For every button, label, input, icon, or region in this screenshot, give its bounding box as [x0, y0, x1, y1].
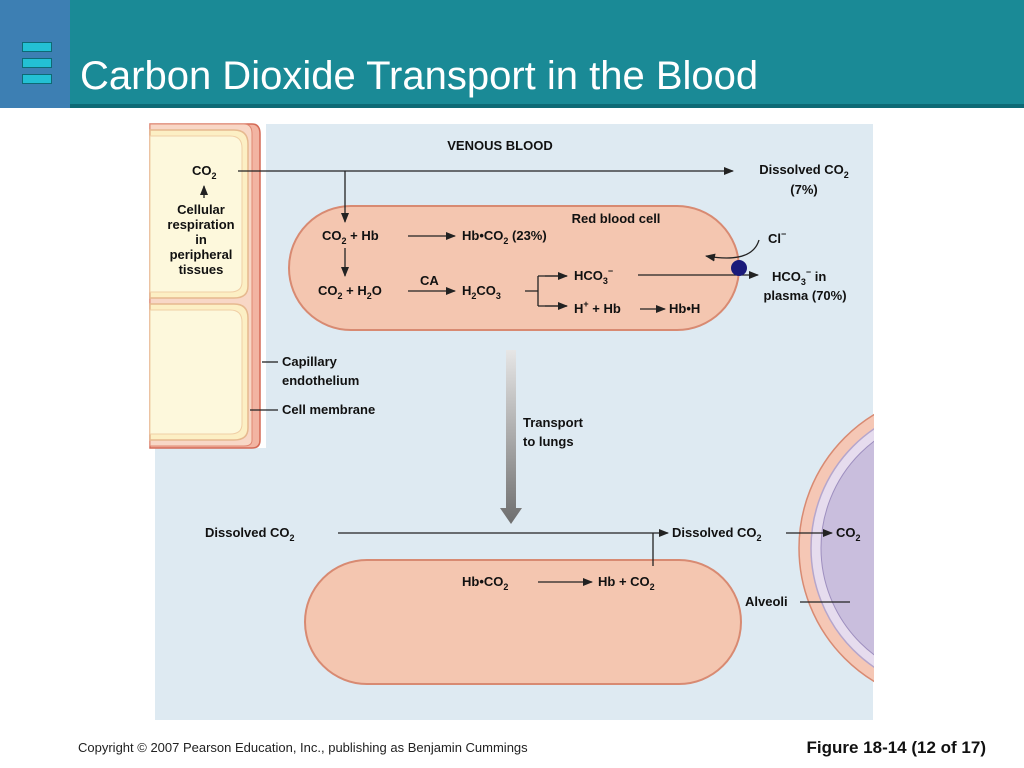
logo-bar: [22, 42, 52, 52]
cell-membrane-label: Cell membrane: [282, 402, 375, 417]
plasma-bicarbonate-label: HCO3− in: [772, 267, 826, 287]
header-strip: [0, 104, 1024, 108]
tissue-cell-inner: [149, 135, 243, 293]
alveolus: [798, 413, 874, 683]
logo-bar: [22, 58, 52, 68]
reaction2-reactants: CO2 + H2O: [318, 283, 382, 301]
header-bar: [0, 0, 1024, 108]
red-blood-cell-bottom: [304, 559, 742, 685]
chloride-entry-arrow: [705, 239, 760, 262]
tissue-text-line: respiration: [167, 217, 234, 232]
logo-bar: [22, 74, 52, 84]
bicarbonate-label: HCO3−: [574, 266, 613, 286]
carbonic-acid-label: H2CO3: [462, 283, 501, 301]
alveoli-label: Alveoli: [745, 594, 788, 609]
hb-plus-co2-label: Hb + CO2: [598, 574, 655, 592]
figure-label: Figure 18-14 (12 of 17): [806, 738, 986, 757]
to-lungs-label: to lungs: [523, 434, 574, 449]
dissolved-co2-percent: (7%): [790, 182, 817, 197]
page-title: Carbon Dioxide Transport in the Blood: [80, 54, 759, 98]
endothelium-label: endothelium: [282, 373, 359, 388]
tissue-text-line: tissues: [179, 262, 224, 277]
red-blood-cell-label: Red blood cell: [572, 211, 661, 226]
transport-to-lungs-arrow: [500, 350, 522, 524]
chloride-shift-exchanger: [731, 260, 747, 276]
dissociation-bracket: [525, 275, 567, 307]
reaction1-product: Hb•CO2 (23%): [462, 228, 547, 246]
alveolar-co2-label: CO2: [836, 525, 861, 543]
hbco2-bottom-label: Hb•CO2: [462, 574, 508, 592]
dissolved-co2-top-label: Dissolved CO2: [759, 162, 849, 180]
tissue-co2-label: CO2: [192, 163, 217, 181]
venous-blood-label: VENOUS BLOOD: [447, 138, 552, 153]
chloride-label: Cl−: [768, 229, 786, 246]
hbh-label: Hb•H: [669, 301, 700, 316]
transport-label: Transport: [523, 415, 584, 430]
logo: [0, 0, 70, 108]
copyright-notice: Copyright © 2007 Pearson Education, Inc.…: [78, 740, 528, 755]
hydrogen-hb-label: H+ + Hb: [574, 299, 621, 316]
capillary-label: Capillary: [282, 354, 338, 369]
reaction1-reactants: CO2 + Hb: [322, 228, 379, 246]
plasma-percent-label: plasma (70%): [763, 288, 846, 303]
tissue-cell-inner: [149, 309, 243, 435]
tissue-text-line: peripheral: [170, 247, 233, 262]
dissolved-co2-alveolar-label: Dissolved CO2: [672, 525, 762, 543]
dissolved-co2-venous-label: Dissolved CO2: [205, 525, 295, 543]
carbonic-anhydrase-label: CA: [420, 273, 439, 288]
tissue-text-line: Cellular: [177, 202, 225, 217]
tissue-text-line: in: [195, 232, 207, 247]
